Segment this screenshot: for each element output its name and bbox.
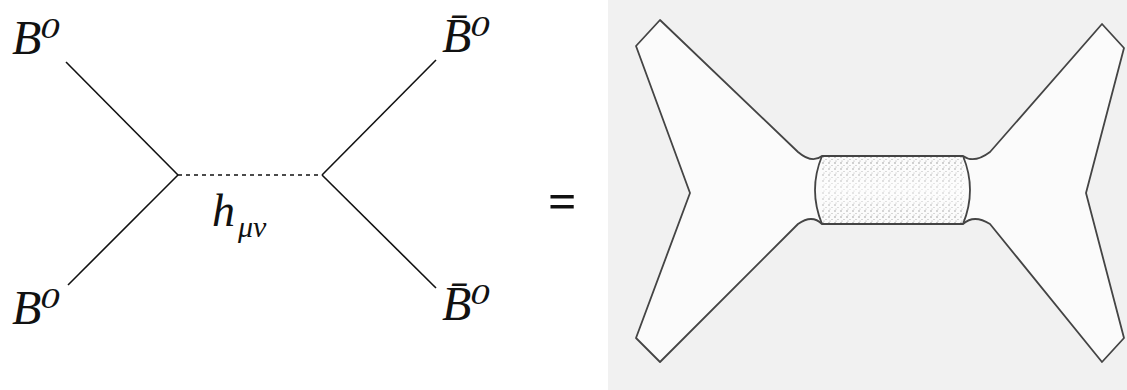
particle-label: B⁰ — [12, 280, 61, 332]
tube-edge — [822, 223, 963, 225]
tube-outline — [636, 20, 1124, 362]
particle-label: B̄⁰ — [442, 276, 491, 328]
outgoing-line — [322, 60, 436, 175]
equals-sign: = — [548, 172, 577, 226]
particle-label: B̄⁰ — [442, 8, 491, 60]
tube-end — [815, 156, 822, 224]
outgoing-line — [322, 175, 436, 288]
field-index: μν — [238, 208, 266, 242]
graviton-propagator — [178, 174, 322, 176]
incoming-line — [66, 62, 178, 175]
string-worldsheet — [636, 20, 1124, 362]
feynman-lines — [66, 60, 436, 288]
particle-label: B⁰ — [12, 10, 61, 62]
field-label: h — [212, 184, 235, 234]
tube-shading — [822, 157, 964, 223]
incoming-line — [68, 175, 178, 285]
photo-ground — [608, 0, 1127, 390]
tube-highlight — [822, 157, 964, 223]
tube-edge — [822, 155, 963, 157]
tube-end — [963, 156, 970, 224]
